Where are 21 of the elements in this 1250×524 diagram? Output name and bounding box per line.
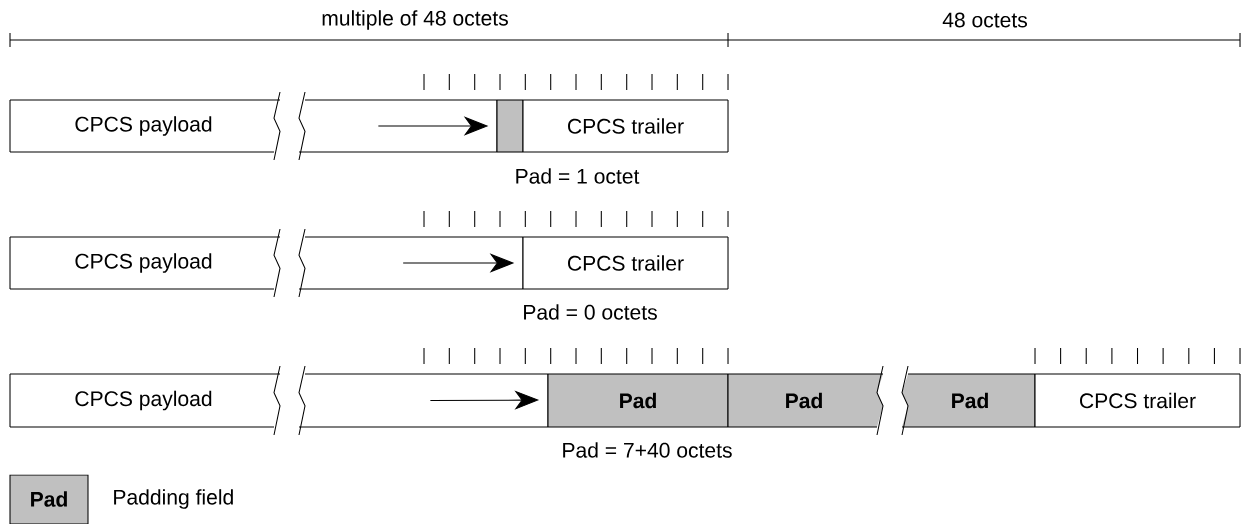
payload-segment [298, 365, 549, 436]
padding-field: Pad [727, 365, 884, 436]
pad-size-label: Pad = 7+40 octets [563, 442, 732, 458]
swatch-label: Pad [31, 491, 67, 507]
payload-field: CPCS payload [9, 91, 281, 161]
pad-size-label: Pad = 0 octets [524, 304, 657, 320]
padding-field [496, 99, 524, 153]
dimension-label: 48 octets [942, 12, 1027, 28]
pad-size-label: Pad = 1 octet [516, 168, 640, 184]
padding-field: Pad [547, 373, 729, 428]
padding-field: Pad [901, 365, 1036, 436]
trailer-field: CPCS trailer [522, 99, 729, 153]
payload-segment [298, 228, 524, 298]
trailer-field: CPCS trailer [1034, 373, 1241, 428]
payload-field: CPCS payload [9, 228, 281, 298]
payload-segment [298, 91, 498, 161]
trailer-field: CPCS trailer [522, 236, 729, 290]
dimension-label: multiple of 48 octets [322, 10, 508, 30]
node-label: Pad [620, 392, 656, 409]
payload-field: CPCS payload [9, 365, 281, 436]
legend-label: Padding field [114, 489, 233, 509]
